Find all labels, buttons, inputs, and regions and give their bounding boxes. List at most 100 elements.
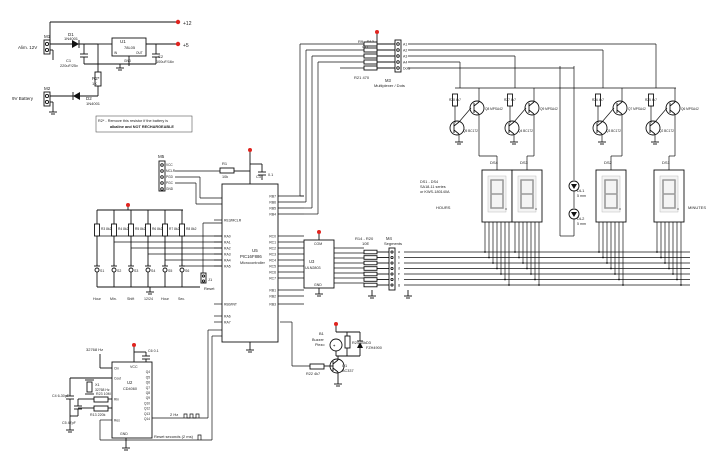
transistor-top <box>665 100 681 116</box>
reset-jumper[interactable]: J1 Reset <box>200 272 215 291</box>
svg-text:SA18-11 series: SA18-11 series <box>420 185 446 189</box>
svg-text:Buzzer: Buzzer <box>312 338 325 342</box>
m3-pin-label: A2 <box>403 48 407 52</box>
svg-text:Reset seconds (2 ms): Reset seconds (2 ms) <box>154 434 194 439</box>
battery-connector[interactable]: M2 9V Battery <box>12 86 51 107</box>
resnet-resistor <box>363 53 378 59</box>
c1-label: C1 <box>66 58 72 63</box>
osc-pin-label: Cout <box>114 376 121 380</box>
svg-text:R1: R1 <box>222 161 228 166</box>
segment-resistor <box>363 277 378 282</box>
transistor-bottom-label: Q3 BC172 <box>606 129 621 133</box>
svg-text:R24 10k: R24 10k <box>352 341 366 345</box>
svg-text:R14 - R20: R14 - R20 <box>355 236 374 241</box>
svg-text:COM: COM <box>314 242 322 246</box>
rail-12v-label: +12 <box>183 21 192 27</box>
resistor-r23 <box>93 396 109 403</box>
display-ref: DS4 <box>490 160 499 165</box>
seven-seg-display: DS2 <box>595 156 627 286</box>
svg-text:C2: C2 <box>158 54 164 59</box>
m1-label: Alim. 12V <box>18 45 37 50</box>
svg-text:5 mm: 5 mm <box>577 222 586 226</box>
resistor-r1 <box>219 167 235 174</box>
transistor-top-label: Q9 MPSA42 <box>540 107 558 111</box>
svg-text:ULN2803: ULN2803 <box>305 266 321 270</box>
svg-text:BC337: BC337 <box>342 369 354 373</box>
resistor-r24 <box>344 335 351 349</box>
svg-text:Segments: Segments <box>384 241 402 246</box>
svg-text:Q1: Q1 <box>342 364 347 368</box>
m4-pin-label: g <box>398 283 400 287</box>
resnet-resistor <box>363 65 378 71</box>
rail-12v-node <box>175 19 181 25</box>
mcu-vcc-node <box>248 148 252 152</box>
svg-text:IN: IN <box>114 51 118 55</box>
mcu-pin-label: RB1 <box>269 288 276 292</box>
mains-connector[interactable]: M1 Alim. 12V <box>18 34 51 55</box>
svg-text:R13 220k: R13 220k <box>90 413 106 417</box>
transistor-top <box>612 100 628 116</box>
m4-pin-label: c <box>398 261 400 265</box>
resnet-resistor <box>363 47 378 53</box>
svg-text:U1: U1 <box>120 39 126 44</box>
svg-text:D2: D2 <box>86 96 92 101</box>
button-ref: S6 <box>185 269 189 273</box>
svg-text:+: + <box>333 343 336 348</box>
pull-resistor-label: R6 8k2 <box>152 227 163 231</box>
osc-pin-label: Q7 <box>146 386 150 390</box>
svg-text:VCC: VCC <box>130 365 138 369</box>
svg-text:DL1: DL1 <box>577 188 585 193</box>
svg-text:PGC: PGC <box>166 181 174 185</box>
osc-pin-label: Q12 <box>144 407 150 411</box>
svg-text:R2*: R2* <box>92 76 100 81</box>
osc-pin-label: Q8 <box>146 391 150 395</box>
base-resistor-label: R28 4k7 <box>449 98 461 102</box>
icsp-header[interactable]: M5 VCC MCLR PGD PGC GND <box>158 154 176 192</box>
button-label: Min. <box>110 297 117 301</box>
svg-text:M3: M3 <box>385 78 391 83</box>
osc-pin-label: Q14 <box>144 417 150 421</box>
mcu-pin-label: RA4 <box>224 258 231 262</box>
svg-text:5 mm: 5 mm <box>577 194 586 198</box>
svg-text:C6 0.1: C6 0.1 <box>148 349 159 353</box>
osc-pin-label: Q5 <box>146 375 150 379</box>
svg-text:U3: U3 <box>309 259 315 264</box>
m4-pin-label: e <box>398 272 400 276</box>
svg-text:1N4001: 1N4001 <box>86 101 101 106</box>
svg-text:M4: M4 <box>386 236 392 241</box>
mcu-pin-label: RB6 <box>269 200 276 204</box>
seven-seg-display: DS4 <box>481 156 513 286</box>
diode-d2: D2 1N4001 <box>72 92 101 106</box>
transistor-bottom <box>449 120 465 136</box>
svg-text:R9 - R12: R9 - R12 <box>358 39 375 44</box>
osc-pin-label: Rin <box>114 397 119 401</box>
m3-pin-label: A4 <box>403 60 407 64</box>
svg-text:M2: M2 <box>44 86 51 91</box>
osc-pin-label: Q13 <box>144 412 150 416</box>
svg-text:1N4001: 1N4001 <box>64 36 79 41</box>
pull-resistor <box>162 223 168 237</box>
svg-text:1K: 1K <box>92 81 97 86</box>
svg-text:VCC: VCC <box>166 163 173 167</box>
driver-u3: COM U3 ULN2803 GND <box>303 230 364 297</box>
diode-d1: D1 1N4001 <box>64 32 80 48</box>
button-label: 12/24 <box>144 297 153 301</box>
svg-text:DS1 - DS4: DS1 - DS4 <box>420 180 438 184</box>
pull-resistor-label: R5 8k2 <box>135 227 146 231</box>
pull-resistor-label: R4 8k2 <box>118 227 129 231</box>
button-ref: S5 <box>168 269 172 273</box>
m1-ref: M1 <box>44 34 51 39</box>
svg-text:78L05: 78L05 <box>124 45 136 50</box>
pull-resistor <box>94 223 100 237</box>
svg-text:10E: 10E <box>362 241 369 246</box>
mcu-pin-label: RC3 <box>269 252 276 256</box>
segment-resistor <box>363 271 378 277</box>
resistor-r13 <box>93 405 109 412</box>
